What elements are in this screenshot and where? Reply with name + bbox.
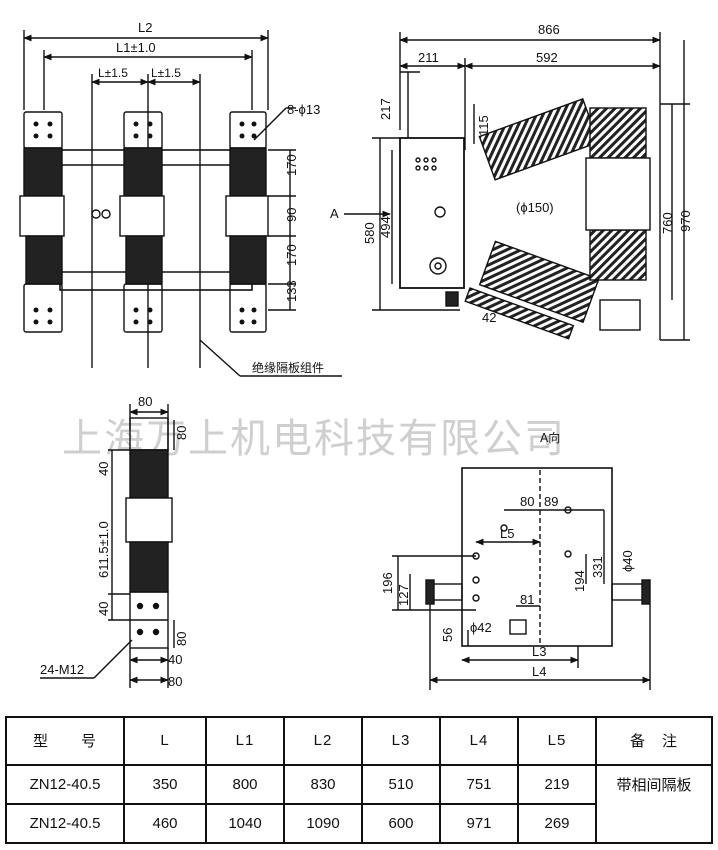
dim-a-L4: L4 — [532, 664, 546, 679]
header-L5: L5 — [517, 716, 597, 766]
dim-L-left: L±1.5 — [98, 66, 128, 80]
dim-pole-40c: 40 — [168, 652, 182, 667]
dim-a-56: 56 — [440, 628, 455, 642]
dim-pole-40a: 40 — [96, 462, 111, 476]
header-remark: 备 注 — [595, 716, 713, 766]
side-view — [372, 32, 690, 341]
dim-115: 115 — [476, 115, 491, 136]
pole-view-labels: 80 80 40 611.5±1.0 40 80 40 80 24-M12 — [40, 394, 189, 689]
dim-a-127: 127 — [396, 584, 411, 606]
dim-pole-80a: 80 — [138, 394, 152, 409]
dim-580: 580 — [362, 222, 377, 244]
dimension-drawing: L2 L1±1.0 L±1.5 L±1.5 8-ϕ13 170 90 170 1… — [19, 20, 693, 690]
dim-a-L3: L3 — [532, 644, 546, 659]
dim-pole-80b: 80 — [174, 426, 189, 440]
dim-760: 760 — [660, 212, 675, 234]
dim-217: 217 — [378, 98, 393, 120]
cell-L: 350 — [123, 763, 207, 805]
header-L: L — [123, 716, 207, 766]
header-model: 型 号 — [5, 716, 125, 766]
pole-view — [40, 404, 175, 688]
cell-L2: 1090 — [283, 802, 363, 845]
cell-L3: 600 — [361, 802, 441, 845]
a-view-labels: A向 80 89 L5 331 ϕ40 196 127 194 81 56 ϕ4… — [380, 430, 635, 679]
dim-holes: 8-ϕ13 — [287, 102, 320, 117]
cell-L2: 830 — [283, 763, 363, 805]
dim-a-80: 80 — [520, 494, 534, 509]
dim-a-81: 81 — [520, 592, 534, 607]
table-header-row: 型 号 L L1 L2 L3 L4 L5 备 注 — [5, 716, 713, 766]
dim-170a: 170 — [284, 154, 299, 176]
dim-a-196: 196 — [380, 572, 395, 594]
dim-592: 592 — [536, 50, 558, 65]
dim-phi150: (ϕ150) — [516, 200, 554, 215]
spec-table: 型 号 L L1 L2 L3 L4 L5 备 注 ZN12-40.5 350 8… — [5, 716, 713, 845]
cell-L3: 510 — [361, 763, 441, 805]
dim-pole-611: 611.5±1.0 — [96, 521, 111, 578]
dim-a-phi42: ϕ42 — [470, 620, 492, 635]
dim-970: 970 — [678, 210, 693, 232]
dim-a-40: ϕ40 — [620, 550, 635, 572]
dim-133: 133 — [284, 280, 299, 302]
front-view — [19, 30, 342, 377]
dim-170b: 170 — [284, 244, 299, 266]
cell-L: 460 — [123, 802, 207, 845]
dim-bolts: 24-M12 — [40, 662, 84, 677]
dim-42: 42 — [482, 310, 496, 325]
front-view-labels: L2 L1±1.0 L±1.5 L±1.5 8-ϕ13 170 90 170 1… — [98, 20, 324, 375]
dim-pole-80d: 80 — [168, 674, 182, 689]
cell-L4: 751 — [439, 763, 519, 805]
dim-L1: L1±1.0 — [116, 40, 156, 55]
table-row: ZN12-40.5 460 1040 1090 600 971 269 — [5, 802, 712, 845]
header-L4: L4 — [439, 716, 519, 766]
dim-866: 866 — [538, 22, 560, 37]
cell-L5: 269 — [517, 802, 597, 845]
dim-pole-80c: 80 — [174, 632, 189, 646]
dim-a-194: 194 — [572, 570, 587, 592]
partition-label: 绝缘隔板组件 — [252, 360, 324, 375]
header-L3: L3 — [361, 716, 441, 766]
cell-model: ZN12-40.5 — [5, 763, 125, 805]
table-row: ZN12-40.5 350 800 830 510 751 219 带相间隔板 — [5, 763, 713, 844]
cell-L1: 1040 — [205, 802, 285, 845]
view-arrow-A: A — [330, 206, 339, 221]
dim-pole-40b: 40 — [96, 602, 111, 616]
header-L2: L2 — [283, 716, 363, 766]
dim-494: 494 — [378, 216, 393, 238]
dim-L-right: L±1.5 — [151, 66, 181, 80]
dim-a-331: 331 — [590, 556, 605, 578]
cell-L4: 971 — [439, 802, 519, 845]
cell-remark: 带相间隔板 — [595, 763, 713, 844]
a-view — [392, 467, 651, 690]
cell-model: ZN12-40.5 — [5, 802, 125, 845]
dim-211: 211 — [418, 50, 439, 65]
cell-L1: 800 — [205, 763, 285, 805]
dim-a-L5: L5 — [500, 526, 514, 541]
a-view-title: A向 — [540, 430, 560, 445]
dim-90: 90 — [284, 208, 299, 222]
header-L1: L1 — [205, 716, 285, 766]
cell-L5: 219 — [517, 763, 597, 805]
dim-L2: L2 — [138, 20, 152, 35]
side-view-labels: 866 211 592 217 115 494 580 760 970 42 (… — [330, 22, 693, 325]
dim-a-89: 89 — [544, 494, 558, 509]
